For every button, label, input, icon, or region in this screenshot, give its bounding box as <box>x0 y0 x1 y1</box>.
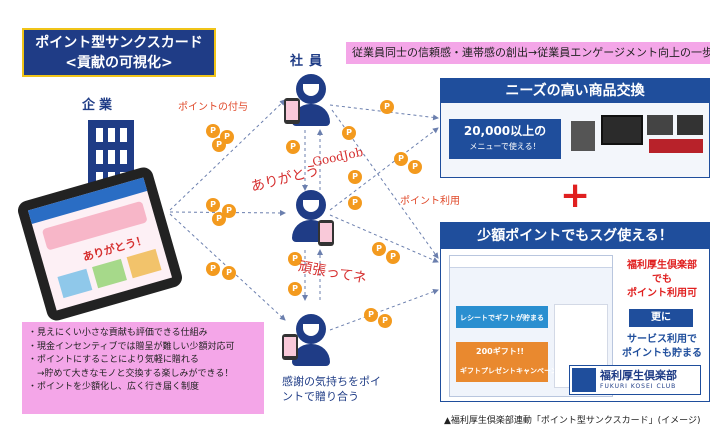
coin-icon: P <box>348 196 362 210</box>
plus-icon: + <box>560 175 591 216</box>
arrow-emp2-small <box>329 214 439 263</box>
person-icon <box>282 314 330 366</box>
club-logo-mark-icon <box>572 368 596 392</box>
small-points-heading: 少額ポイントでもスグ使える！ <box>441 223 709 249</box>
title-line1: ポイント型サンクスカード <box>35 35 203 51</box>
exchange-count: 20,000以上の <box>463 124 547 138</box>
appliance-icon <box>649 139 703 153</box>
club-logo-sub: FUKURI KOSEI CLUB <box>600 383 677 390</box>
camera-icon <box>647 115 673 135</box>
coin-icon: P <box>372 242 386 256</box>
person-icon <box>284 74 330 126</box>
more-label: 更に <box>629 309 693 327</box>
phone-screen: ありがとう！ <box>27 177 173 311</box>
coin-icon: P <box>380 100 394 114</box>
coin-icon: P <box>222 266 236 280</box>
club-line2: でも <box>652 274 672 285</box>
smartphone-icon <box>284 98 300 124</box>
coin-icon: P <box>206 198 220 212</box>
club-logo: 福利厚生倶楽部 FUKURI KOSEI CLUB <box>569 365 701 395</box>
projector-icon <box>677 115 703 135</box>
benefit-item: ・ポイントにすることにより気軽に贈れる <box>28 355 199 366</box>
company-label: 企業 <box>82 98 117 113</box>
club-text: 福利厚生倶楽部 でも ポイント利用可 <box>617 259 707 301</box>
coin-icon: P <box>394 152 408 166</box>
title-box: ポイント型サンクスカード <貢献の可視化> <box>22 28 216 77</box>
exchange-menu: メニューで使える！ <box>469 142 541 151</box>
coin-icon: P <box>342 126 356 140</box>
service-text: サービス利用で ポイントも貯まる <box>617 333 707 361</box>
site-banner-text: レシートでギフトが貯まる <box>460 314 544 322</box>
benefit-item: ・ポイントを少額化し、広く行き届く制度 <box>28 382 200 393</box>
coin-icon: P <box>408 160 422 174</box>
arrow-company-emp1 <box>169 99 286 211</box>
coin-icon: P <box>286 140 300 154</box>
club-logo-name: 福利厚生倶楽部 <box>600 369 677 382</box>
benefit-item: →貯めて大きなモノと交換する楽しみができる！ <box>28 368 234 379</box>
employee-label: 社員 <box>290 54 329 69</box>
club-line3: ポイント利用可 <box>627 288 697 299</box>
caption: 感謝の気持ちをポイントで贈り合う <box>282 375 381 403</box>
arrow-emp3-small <box>329 288 439 331</box>
service-line1: サービス利用で <box>627 334 697 345</box>
small-points-panel: 少額ポイントでもスグ使える！ レシートでギフトが貯まる 200ギフト!! ギフト… <box>440 222 710 402</box>
benefits-box: ・見えにくい小さな貢献も評価できる仕組み ・現金インセンティブでは贈呈が難しい少… <box>22 322 264 414</box>
coin-icon: P <box>348 170 362 184</box>
smartphone-icon <box>282 334 298 360</box>
exchange-panel: ニーズの高い商品交換 20,000以上の メニューで使える！ <box>440 78 710 178</box>
exchange-heading: ニーズの高い商品交換 <box>441 79 709 103</box>
coin-icon: P <box>386 250 400 264</box>
benefit-item: ・現金インセンティブでは贈呈が難しい少額対応可 <box>28 341 235 352</box>
point-use-label: ポイント利用 <box>400 196 460 207</box>
club-line1: 福利厚生倶楽部 <box>627 260 697 271</box>
benefit-item: ・見えにくい小さな貢献も評価できる仕組み <box>28 328 208 338</box>
banner: 従業員同士の信頼感・連帯感の創出→従業員エンゲージメント向上の一歩 <box>346 42 710 64</box>
site-gift-text: 200ギフト!! <box>476 347 524 356</box>
coin-icon: P <box>206 262 220 276</box>
arrow-company-emp2 <box>169 209 286 216</box>
arrow-emp2-exchange <box>329 127 439 211</box>
coin-icon: P <box>212 138 226 152</box>
person-icon <box>292 190 334 246</box>
coin-icon: P <box>212 212 226 226</box>
coin-icon: P <box>222 204 236 218</box>
tv-icon <box>601 115 643 145</box>
title-line2: <貢献の可視化> <box>65 55 173 71</box>
exchange-box: 20,000以上の メニューで使える！ <box>449 119 561 159</box>
smartphone-icon <box>318 220 334 246</box>
point-grant-label: ポイントの付与 <box>178 102 248 113</box>
service-line2: ポイントも貯まる <box>622 348 702 359</box>
site-campaign-text: ギフトプレゼントキャンペーン <box>460 367 558 375</box>
footer-caption: ▲福利厚生倶楽部連動「ポイント型サンクスカード」(イメージ) <box>444 416 701 426</box>
coin-icon: P <box>288 282 302 296</box>
coin-icon: P <box>288 252 302 266</box>
coin-icon: P <box>364 308 378 322</box>
coin-icon: P <box>206 124 220 138</box>
coin-icon: P <box>378 314 392 328</box>
speaker-icon <box>571 121 595 151</box>
